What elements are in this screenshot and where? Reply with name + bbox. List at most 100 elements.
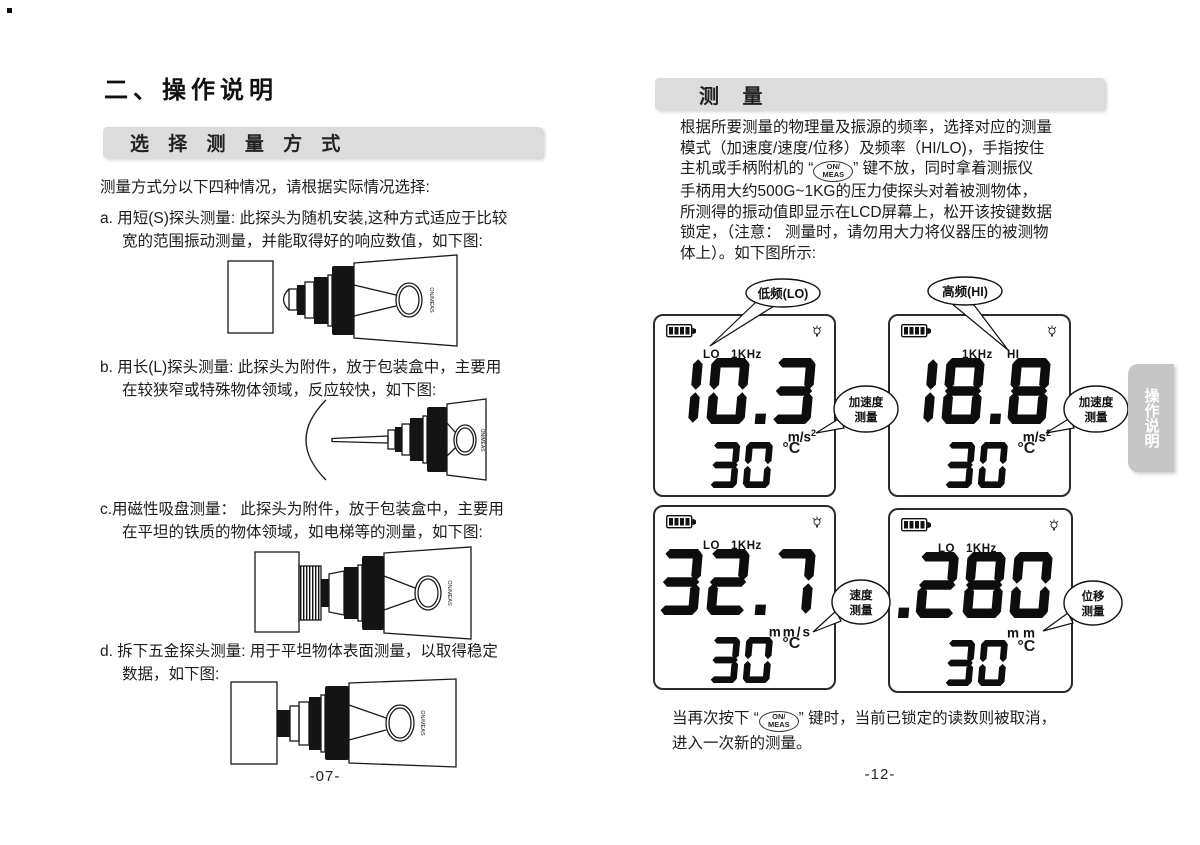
probe-key-label: ON/MEAS <box>479 428 485 452</box>
temp-reading <box>709 442 780 488</box>
lcd-display-velocity: LO 1KHz mm/s °C <box>653 505 836 690</box>
battery-icon <box>901 518 931 532</box>
item-c: c.用磁性吸盘测量： 此探头为附件，放于包装盒中，主要用 在平坦的铁质的物体领域… <box>100 498 504 544</box>
lcd-reading <box>895 552 1063 618</box>
unit-text: mm/s <box>768 624 812 640</box>
callout-accel-label: 加速度 <box>848 395 884 409</box>
freq-indicator: LO <box>703 349 720 361</box>
khz-indicator: 1KHz <box>962 349 993 361</box>
temp-reading <box>944 640 1015 686</box>
measure-paragraph: 根据所要测量的物理量及振源的频率，选择对应的测量 模式（加速度/速度/位移）及频… <box>680 118 1052 265</box>
temp-unit: °C <box>1017 638 1036 655</box>
callout-high-freq-label: 高频(HI) <box>942 284 988 299</box>
item-a-line1: a. 用短(S)探头测量: 此探头为随机安装,这种方式适应于比较 <box>100 210 508 227</box>
item-d: d. 拆下五金探头测量: 用于平坦物体表面测量，以取得稳定 数据，如下图: <box>100 640 498 686</box>
unit-sup: 2 <box>810 428 816 438</box>
para-text: ” 键不放，同时拿着测振仪 <box>853 160 1034 178</box>
lcd-temperature: °C <box>944 440 1036 488</box>
on-meas-key-top: ON/ <box>772 712 786 721</box>
para-line: 模式（加速度/速度/位移）及频率（HI/LO)，手指按住 <box>680 139 1045 157</box>
callout-accel-label2: 测量 <box>1085 410 1108 424</box>
diagram-long-probe: ON/MEAS <box>305 398 487 481</box>
item-d-line2: 数据，如下图: <box>122 666 220 683</box>
diagram-flat-probe: ON/MEAS <box>230 678 457 768</box>
callout-low-freq-label: 低频(LO) <box>757 286 809 301</box>
lcd-reading <box>658 549 826 615</box>
para-line: 进入一次新的测量。 <box>672 735 812 752</box>
on-meas-key-top: ON/ <box>826 162 840 172</box>
khz-indicator: 1KHz <box>966 543 997 555</box>
callout-velocity-label2: 测量 <box>850 603 873 617</box>
para-line: 手柄用大约500G~1KG的压力使探头对着被测物体， <box>680 183 1037 201</box>
unit-text: m/s <box>787 429 811 445</box>
right-page-number: -12- <box>864 766 896 783</box>
on-meas-key-bottom: MEAS <box>822 170 845 180</box>
para-line-with-key: 主机或手柄附机的 “ON/MEAS” 键不放，同时拿着测振仪 <box>680 159 1052 183</box>
para-text: 当再次按下 “ <box>672 710 759 727</box>
backlight-icon <box>1049 519 1059 531</box>
scan-artifact-mark <box>7 8 12 13</box>
temp-reading <box>944 442 1015 488</box>
on-meas-key: ON/MEAS <box>813 161 854 183</box>
probe-key-label: ON/MEAS <box>446 580 452 606</box>
backlight-icon <box>812 516 822 528</box>
lcd-display-displacement: LO 1KHz mm °C <box>888 508 1073 693</box>
para-line: 锁定，（注意： 测量时，请勿用大力将仪器压的被测物 <box>680 224 1049 242</box>
lcd-temperature: °C <box>709 635 801 683</box>
lcd-temperature: °C <box>944 638 1036 686</box>
on-meas-key: ON/MEAS <box>758 711 799 732</box>
lcd-unit: mm/s <box>769 623 812 640</box>
para-line: 所测得的振动值即显示在LCD屏幕上，松开该按键数据 <box>680 203 1053 221</box>
temp-unit: °C <box>782 635 801 652</box>
intro-paragraph: 测量方式分以下四种情况，请根据实际情况选择: <box>100 179 430 196</box>
item-b-line2: 在较狭窄或特殊物体领域，反应较快，如下图: <box>122 382 437 399</box>
backlight-icon <box>812 325 822 337</box>
item-b-line1: b. 用长(L)探头测量: 此探头为附件，放于包装盒中，主要用 <box>100 359 502 376</box>
callout-velocity-label: 速度 <box>850 588 873 602</box>
lcd-temperature: °C <box>709 440 801 488</box>
freq-indicator: LO <box>703 540 720 552</box>
lcd-reading <box>658 358 826 424</box>
item-a-line2: 宽的范围振动测量，并能取得好的响应数值，如下图: <box>122 233 483 250</box>
temp-reading <box>709 637 780 683</box>
diagram-short-probe: ON/MEAS <box>227 254 458 347</box>
unit-sup: 2 <box>1045 428 1051 438</box>
khz-indicator: 1KHz <box>731 349 762 361</box>
left-page-number: -07- <box>309 768 341 785</box>
lcd-display-accel-lo: LO 1KHz m/s2 °C <box>653 314 836 497</box>
callout-accel-label2: 测量 <box>855 410 878 424</box>
item-c-line2: 在平坦的铁质的物体领域，如电梯等的测量，如下图: <box>122 524 483 541</box>
item-a: a. 用短(S)探头测量: 此探头为随机安装,这种方式适应于比较 宽的范围振动测… <box>100 207 507 253</box>
lcd-figures-area: LO 1KHz m/s2 °C 1KHz HI <box>650 272 1132 702</box>
unit-text: mm <box>1006 625 1039 641</box>
lcd-reading <box>893 358 1061 424</box>
section-bar-select-mode-label: 选 择 测 量 方 式 <box>130 134 348 155</box>
para-text: 主机或手柄附机的 “ <box>680 160 814 178</box>
section-bar-select-mode: 选 择 测 量 方 式 <box>103 127 543 158</box>
freq-indicator: LO <box>938 543 955 555</box>
section-bar-measure: 测 量 <box>655 78 1105 110</box>
para-line: 根据所要测量的物理量及振源的频率，选择对应的测量 <box>680 119 1053 136</box>
para-line-with-key: 当再次按下 “ON/MEAS” 键时，当前已锁定的读数则被取消， <box>672 706 1056 732</box>
temp-unit: °C <box>1017 440 1036 457</box>
callout-displacement-label: 位移 <box>1082 589 1105 603</box>
item-d-line1: d. 拆下五金探头测量: 用于平坦物体表面测量，以取得稳定 <box>100 643 498 660</box>
para-text: ” 键时，当前已锁定的读数则被取消， <box>798 710 1057 727</box>
remeasure-paragraph: 当再次按下 “ON/MEAS” 键时，当前已锁定的读数则被取消， 进入一次新的测… <box>672 706 1056 756</box>
khz-indicator: 1KHz <box>731 540 762 552</box>
callout-displacement-label2: 测量 <box>1082 604 1105 618</box>
callout-accel-label: 加速度 <box>1078 395 1114 409</box>
battery-icon <box>666 515 696 529</box>
page-title: 二、操作说明 <box>104 77 278 104</box>
para-line: 体上）。如下图所示: <box>680 244 817 262</box>
temp-unit: °C <box>782 440 801 457</box>
item-c-line1: c.用磁性吸盘测量： 此探头为附件，放于包装盒中，主要用 <box>100 501 504 518</box>
item-b: b. 用长(L)探头测量: 此探头为附件，放于包装盒中，主要用 在较狭窄或特殊物… <box>100 356 501 402</box>
unit-text: m/s <box>1022 429 1046 445</box>
lcd-unit: m/s2 <box>788 428 816 445</box>
probe-key-label: ON/MEAS <box>428 287 434 313</box>
on-meas-key-bottom: MEAS <box>767 720 790 729</box>
chapter-tab: 操作说明 <box>1128 364 1174 472</box>
lcd-unit: mm <box>1007 624 1039 641</box>
